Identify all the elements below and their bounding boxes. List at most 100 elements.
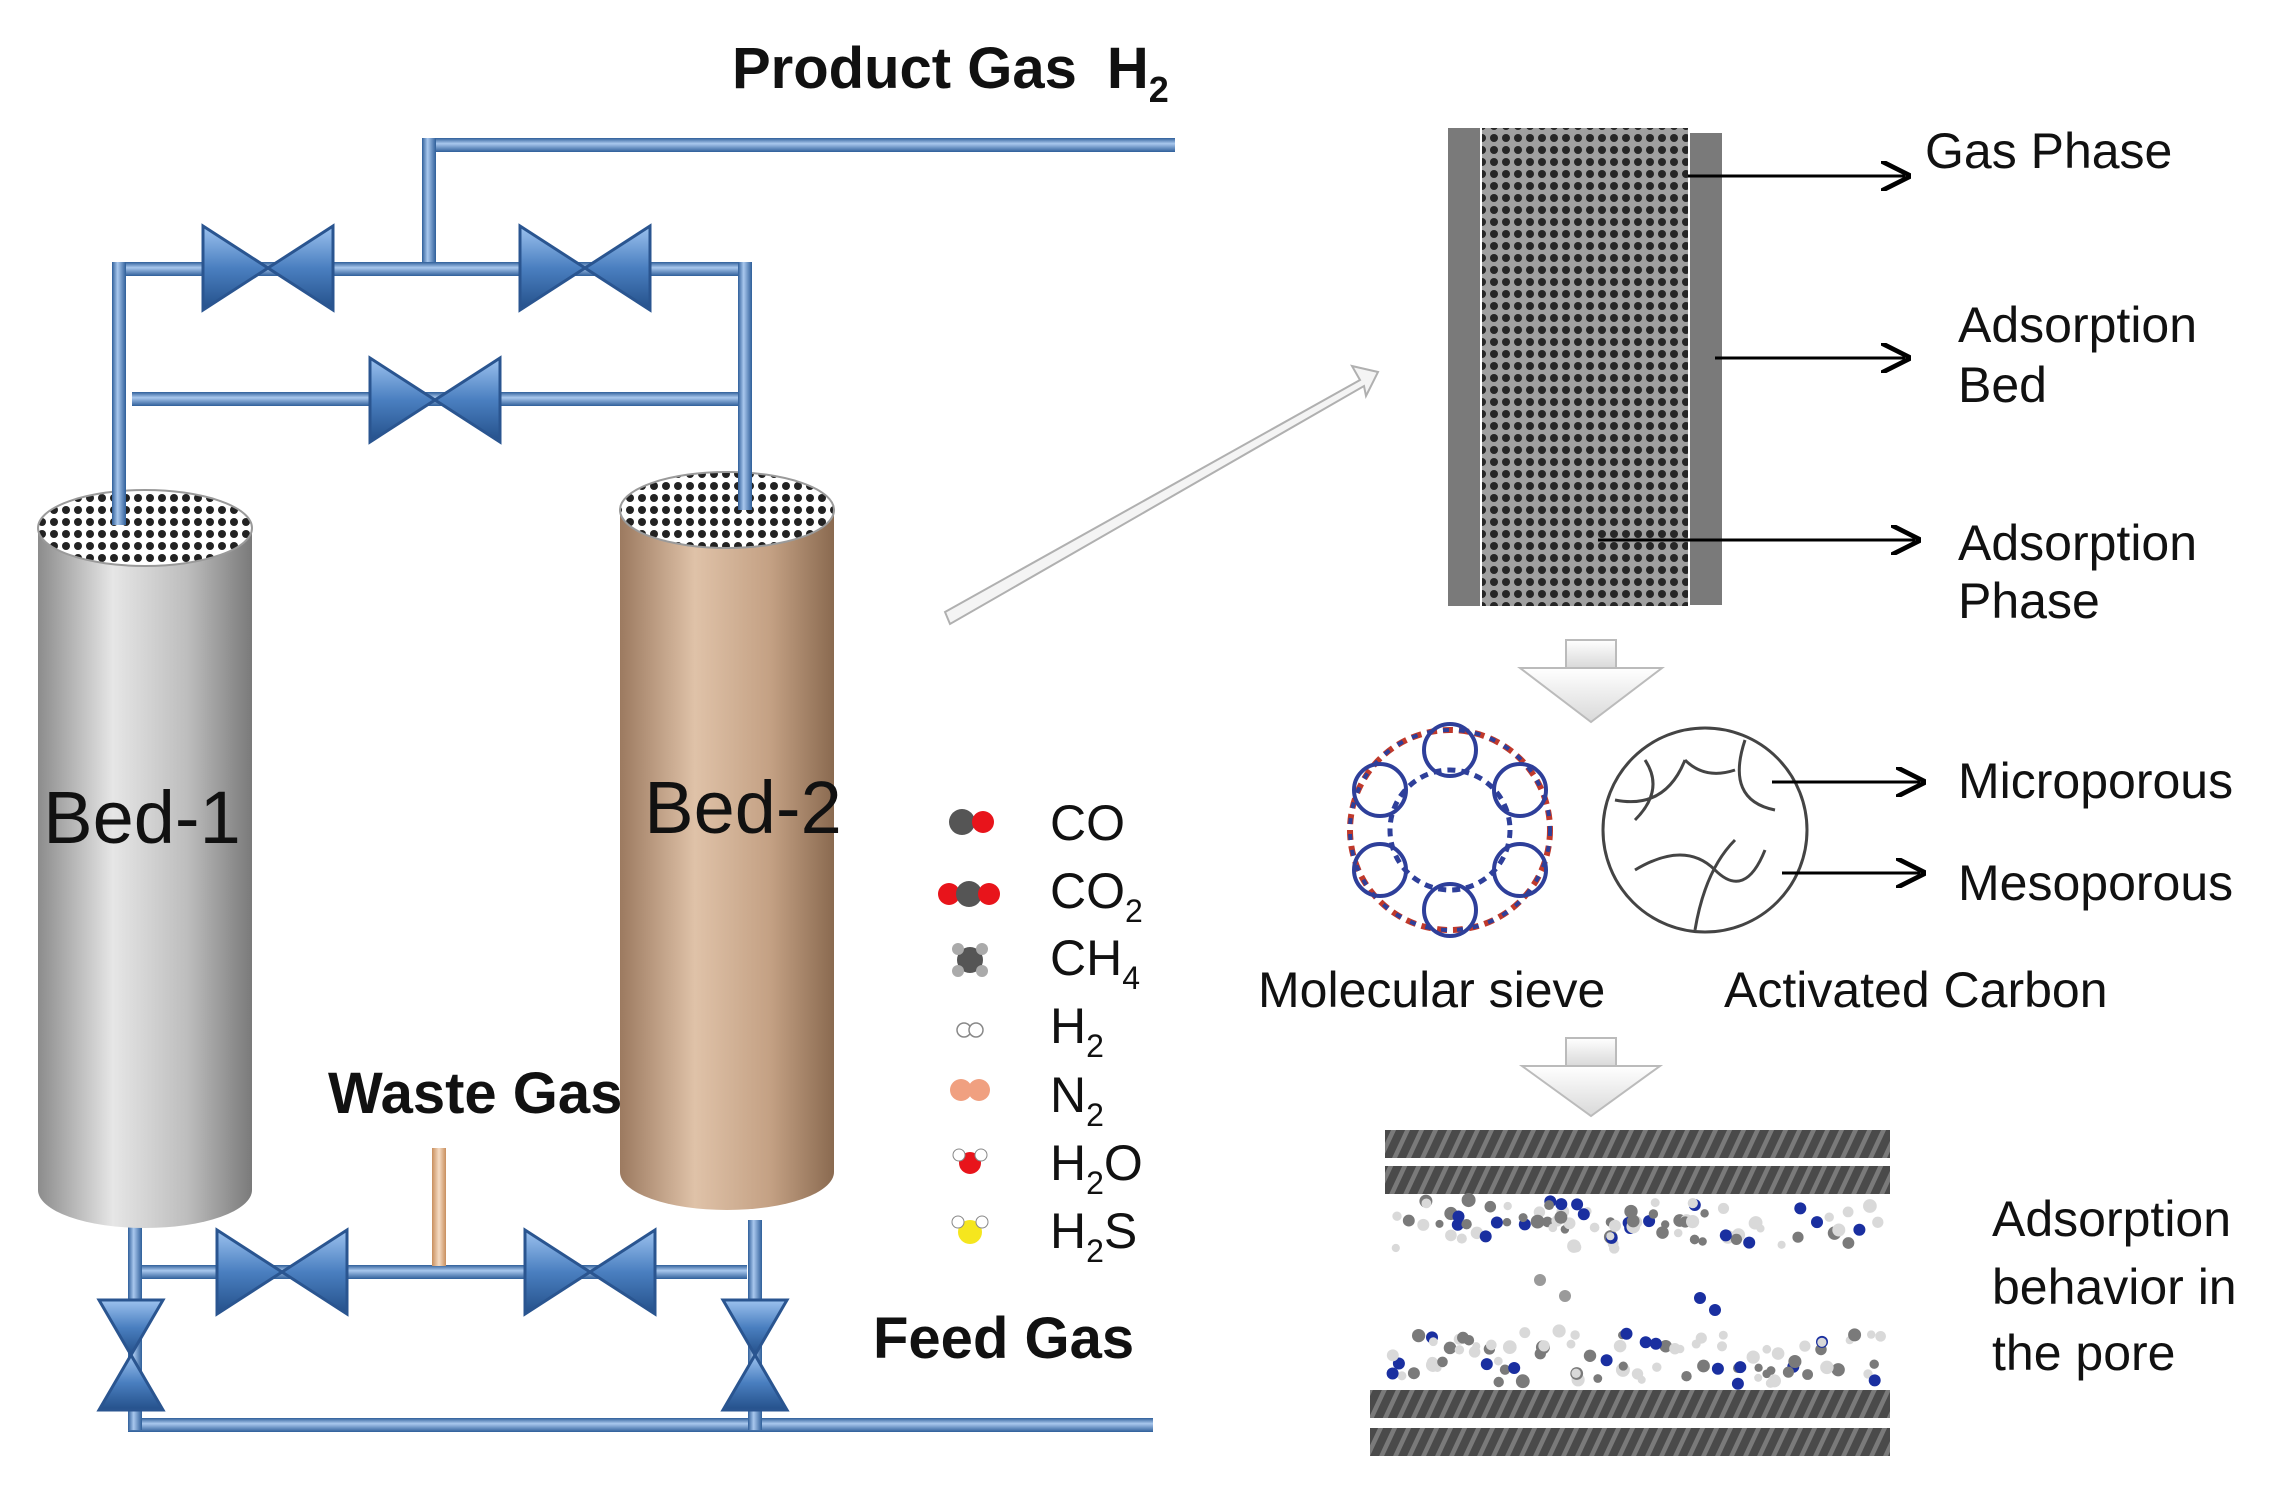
molecule-atom [1637, 1375, 1646, 1384]
pore-wall-top-2 [1385, 1166, 1890, 1194]
molecule-atom [1411, 1328, 1426, 1343]
valve-bottom-left [215, 1228, 349, 1316]
waste-gas-label: Waste Gas [328, 1061, 622, 1126]
molecule-atom [1762, 1344, 1772, 1354]
molecule-atom [1392, 1211, 1402, 1221]
molecule-atom [1552, 1324, 1566, 1338]
molecule-atom [1711, 1362, 1724, 1375]
feed-pipe [128, 1418, 1153, 1432]
molecule-atom [1392, 1357, 1405, 1370]
molecule-atom [1443, 1341, 1457, 1355]
molecule-atom [1691, 1339, 1701, 1349]
molecule-atom [1863, 1369, 1873, 1379]
pore-wall-top-1 [1385, 1130, 1890, 1158]
molecular-sieve-label: Molecular sieve [1258, 962, 1605, 1018]
pore-wall-bottom-1 [1370, 1390, 1890, 1418]
down-arrow-2 [1518, 1037, 1664, 1118]
behavior-label-2: behavior in [1992, 1259, 2237, 1315]
molecule-atom [1777, 1240, 1786, 1249]
molecule-atom [1538, 1340, 1550, 1352]
molecule-atom [1461, 1218, 1472, 1230]
adsorbed-molecules [1386, 1193, 1886, 1390]
behavior-label-3: the pore [1992, 1325, 2175, 1381]
molecule-atom [1618, 1361, 1628, 1371]
adsorption-bed-label-2: Bed [1958, 357, 2047, 413]
legend-item-ch4: CH4 [952, 930, 1140, 996]
molecule-atom [1437, 1356, 1448, 1368]
molecule-atom [1530, 1214, 1545, 1229]
molecule-atom [1689, 1234, 1700, 1245]
molecule-atom [1842, 1206, 1854, 1218]
molecule-atom [1391, 1243, 1400, 1253]
molecule-atom [1650, 1198, 1660, 1208]
molecule-atom [1519, 1327, 1531, 1339]
behavior-label-1: Adsorption [1992, 1191, 2231, 1247]
molecule-atom [1869, 1359, 1879, 1369]
svg-text:H2O: H2O [1050, 1135, 1143, 1201]
molecule-atom [1853, 1223, 1866, 1236]
pore-simulation [1370, 1130, 1890, 1456]
molecule-atom [1719, 1229, 1732, 1242]
molecule-atom [1697, 1359, 1710, 1373]
feed-gas-label: Feed Gas [873, 1306, 1134, 1371]
molecule-atom [1863, 1199, 1877, 1213]
molecule-atom [1534, 1274, 1546, 1286]
bed-detail [1448, 128, 1722, 606]
molecule-atom [1709, 1304, 1721, 1316]
molecule-atom [1820, 1360, 1834, 1375]
molecule-atom [1792, 1231, 1804, 1243]
molecule-atom [1768, 1374, 1781, 1388]
molecule-atom [1872, 1216, 1884, 1228]
bed-wall-right [1690, 133, 1722, 605]
molecule-atom [1656, 1226, 1669, 1239]
molecule-atom [1499, 1364, 1511, 1375]
molecule-atom [1700, 1209, 1709, 1218]
molecule-atom [1748, 1216, 1762, 1230]
bed1-label: Bed-1 [43, 776, 240, 859]
molecule-atom [1555, 1198, 1568, 1211]
molecule-atom [1386, 1367, 1399, 1380]
molecule-atom [1606, 1232, 1615, 1241]
legend-item-co2: CO2 [938, 863, 1143, 929]
molecule-atom [1626, 1214, 1640, 1228]
molecule-atom [1479, 1230, 1492, 1243]
svg-text:CO2: CO2 [1050, 863, 1143, 929]
molecular-sieve-icon [1347, 722, 1553, 938]
molecule-atom [1485, 1339, 1497, 1351]
molecule-atom [1600, 1354, 1613, 1367]
molecule-atom [1754, 1363, 1763, 1372]
molecule-atom [1698, 1237, 1707, 1246]
molecule-atom [1817, 1337, 1827, 1347]
molecule-atom [1659, 1339, 1672, 1353]
microporous-label: Microporous [1958, 753, 2233, 809]
molecule-atom [1639, 1336, 1652, 1349]
adsorption-phase-label-1: Adsorption [1958, 515, 2197, 571]
molecule-atom [1734, 1361, 1747, 1374]
molecule-atom [1620, 1327, 1633, 1340]
molecule-atom [1559, 1290, 1571, 1302]
molecule-atom [1502, 1217, 1512, 1227]
molecule-atom [1731, 1377, 1744, 1390]
activated-carbon-icon [1601, 726, 1809, 934]
molecule-atom [1608, 1219, 1622, 1232]
molecule-atom [1746, 1350, 1760, 1364]
svg-text:H2S: H2S [1050, 1203, 1137, 1269]
molecule-atom [1589, 1222, 1600, 1233]
molecule-atom [1428, 1337, 1438, 1347]
molecule-atom [1571, 1198, 1584, 1211]
adsorption-bed-label-1: Adsorption [1958, 297, 2197, 353]
molecule-atom [1461, 1193, 1476, 1208]
molecule-atom [1608, 1243, 1620, 1254]
molecule-atom [1730, 1233, 1743, 1246]
molecule-atom [1454, 1345, 1465, 1355]
pore-wall-bottom-2 [1370, 1428, 1890, 1456]
molecule-atom [1407, 1367, 1420, 1380]
bed1-top-mesh [37, 489, 253, 567]
product-pipe [425, 138, 1175, 152]
valve-feed-left [97, 1298, 165, 1412]
molecule-atom [1480, 1358, 1493, 1371]
molecule-atom [1868, 1374, 1881, 1387]
molecule-atom [1445, 1229, 1457, 1242]
